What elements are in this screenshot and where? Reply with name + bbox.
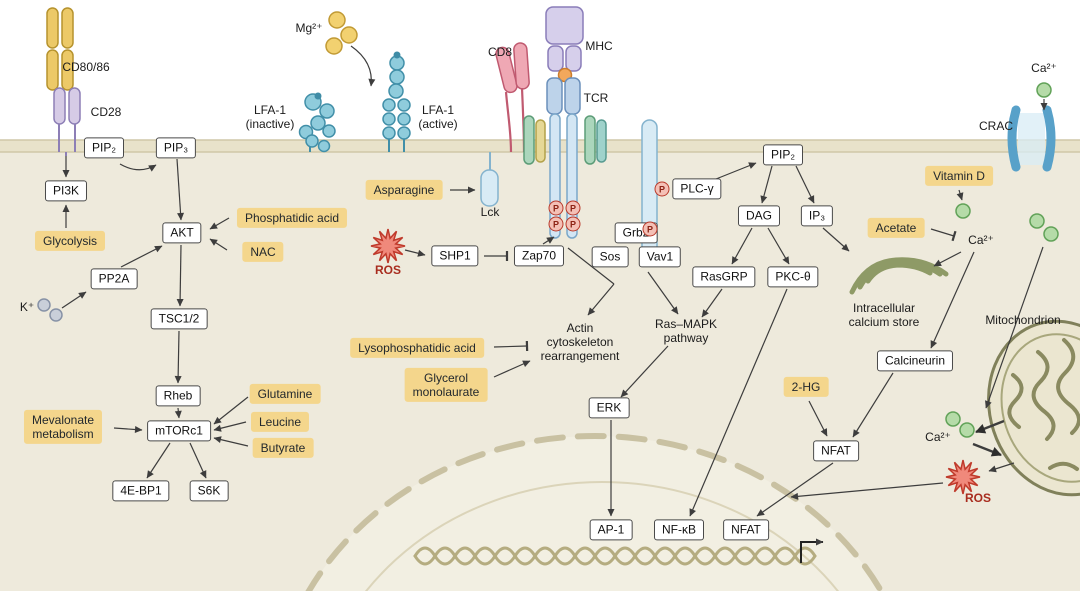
node-akt: AKT <box>162 222 202 244</box>
mitochondrion-label: Mitochondrion <box>985 312 1061 327</box>
node-pi3k: PI3K <box>44 180 88 202</box>
node-nfat-nuclear: NFAT <box>723 519 769 541</box>
lfa1-active-label: LFA-1 (active) <box>418 102 458 131</box>
pathway-arrows <box>61 45 1048 517</box>
lck-kinase <box>480 152 499 207</box>
node-calcineurin: Calcineurin <box>876 350 954 372</box>
phospho-p-icon: P <box>548 200 564 216</box>
metabolite-vitamin-d: Vitamin D <box>925 165 993 187</box>
metabolite-lysophosphatidic: Lysophosphatidic acid <box>350 337 484 359</box>
metabolite-nac: NAC <box>242 241 284 263</box>
cd3-chains <box>523 115 607 165</box>
calcium-store-label: Intracellular calcium store <box>848 300 920 329</box>
node-sos: Sos <box>591 246 629 268</box>
ros-left-label: ROS <box>374 262 402 277</box>
lck-label: Lck <box>480 204 500 219</box>
ros-right-label: ROS <box>964 490 992 505</box>
node-pip2-left: PIP₂ <box>84 137 124 159</box>
lfa1-active-receptor <box>382 51 411 152</box>
node-tsc12: TSC1/2 <box>150 308 208 330</box>
node-pp2a: PP2A <box>90 268 138 290</box>
cd28-receptor <box>53 87 81 156</box>
transcription-arrow <box>800 538 824 563</box>
ras-mapk-text: Ras–MAPK pathway <box>654 316 718 345</box>
node-erk: ERK <box>588 397 630 419</box>
node-dag: DAG <box>737 205 781 227</box>
mhc-label: MHC <box>585 38 613 53</box>
node-pip2-right: PIP₂ <box>763 144 803 166</box>
ca-top-label: Ca²⁺ <box>1031 60 1057 75</box>
lfa1-inactive-label: LFA-1 (inactive) <box>245 102 295 131</box>
cd8-label: CD8 <box>487 44 513 59</box>
mg-ion-label: Mg²⁺ <box>295 20 323 35</box>
mitochondrion-graphic <box>987 319 1080 497</box>
cd80-86-label: CD80/86 <box>62 59 110 74</box>
node-vav1: Vav1 <box>638 246 682 268</box>
cd8-receptor <box>495 42 530 153</box>
phospho-p-icon: P <box>654 181 670 197</box>
node-shp1: SHP1 <box>431 245 479 267</box>
node-s6k: S6K <box>189 480 229 502</box>
metabolite-mevalonate: Mevalonate metabolism <box>23 409 103 445</box>
tcr-label: TCR <box>583 90 609 105</box>
phospho-p-icon: P <box>642 221 658 237</box>
metabolite-glycolysis: Glycolysis <box>34 230 106 252</box>
metabolite-2hg: 2-HG <box>783 376 829 398</box>
lfa1-inactive-receptor <box>298 92 336 153</box>
crac-label: CRAC <box>978 118 1014 133</box>
ca-mito-label: Ca²⁺ <box>925 429 951 444</box>
mhc-molecule <box>545 6 584 83</box>
node-4ebp1: 4E-BP1 <box>112 480 170 502</box>
node-ip3: IP₃ <box>800 205 834 227</box>
potassium-ions <box>37 298 63 322</box>
dna-helix <box>413 546 817 566</box>
node-rasgrp: RasGRP <box>692 266 756 288</box>
node-rheb: Rheb <box>155 385 201 407</box>
cd80-86-receptor <box>46 7 74 91</box>
node-nfkb: NF-κB <box>654 519 704 541</box>
phospho-p-icon: P <box>548 216 564 232</box>
node-mtorc1: mTORc1 <box>147 420 211 442</box>
k-ion-label: K⁺ <box>19 299 35 314</box>
actin-text: Actin cytoskeleton rearrangement <box>540 320 620 364</box>
metabolite-butyrate: Butyrate <box>252 437 314 459</box>
node-zap70: Zap70 <box>513 245 565 267</box>
metabolite-glycerol: Glycerol monolaurate <box>404 367 488 403</box>
crac-channel <box>1007 105 1056 172</box>
phospho-p-icon: P <box>565 200 581 216</box>
metabolite-phosphatidic-acid: Phosphatidic acid <box>236 207 348 229</box>
magnesium-ions <box>325 11 358 55</box>
metabolite-leucine: Leucine <box>250 411 310 433</box>
node-plc-gamma: PLC-γ <box>672 178 722 200</box>
node-nfat-cyto: NFAT <box>813 440 859 462</box>
calcium-store-graphic <box>849 257 949 295</box>
metabolite-acetate: Acetate <box>867 217 925 239</box>
node-pip3: PIP₃ <box>155 137 197 159</box>
node-pkc-theta: PKC-θ <box>767 266 819 288</box>
metabolite-glutamine: Glutamine <box>249 383 321 405</box>
cd28-label: CD28 <box>90 104 122 119</box>
calcium-ions <box>945 82 1059 438</box>
ca-mid-label: Ca²⁺ <box>968 232 994 247</box>
phospho-p-icon: P <box>565 216 581 232</box>
metabolite-asparagine: Asparagine <box>365 179 443 201</box>
node-ap1: AP-1 <box>589 519 633 541</box>
